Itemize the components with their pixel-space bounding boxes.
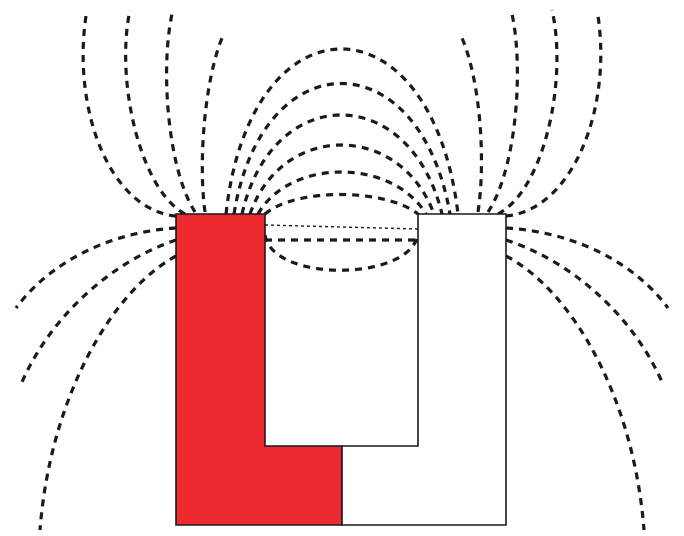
left-pole-lower-field-lines bbox=[16, 228, 176, 530]
right-upper-line-4 bbox=[506, 16, 601, 216]
right-pole-lower-field-lines bbox=[506, 228, 668, 530]
right-lower-line-3 bbox=[506, 256, 644, 530]
magnet-north-half bbox=[176, 214, 342, 525]
left-lower-line-3 bbox=[40, 256, 176, 530]
left-upper-line-2 bbox=[167, 14, 195, 212]
right-upper-line-2 bbox=[488, 14, 517, 212]
right-lower-line-1 bbox=[506, 228, 668, 308]
field-arch-1 bbox=[265, 195, 418, 215]
left-upper-line-4 bbox=[83, 16, 176, 216]
left-upper-line-3 bbox=[126, 10, 185, 214]
left-pole-upper-field-lines bbox=[83, 10, 222, 216]
left-upper-line-1 bbox=[202, 38, 222, 212]
field-line-gap-fine bbox=[265, 225, 418, 229]
right-pole-upper-field-lines bbox=[462, 10, 601, 216]
horseshoe-magnet bbox=[176, 214, 506, 525]
right-lower-line-2 bbox=[506, 240, 662, 382]
left-lower-line-1 bbox=[16, 228, 176, 308]
field-arch-3 bbox=[250, 145, 434, 214]
right-upper-line-1 bbox=[462, 38, 481, 212]
right-upper-line-3 bbox=[498, 10, 557, 214]
magnet-south-half bbox=[342, 214, 506, 525]
left-lower-line-2 bbox=[22, 240, 176, 382]
